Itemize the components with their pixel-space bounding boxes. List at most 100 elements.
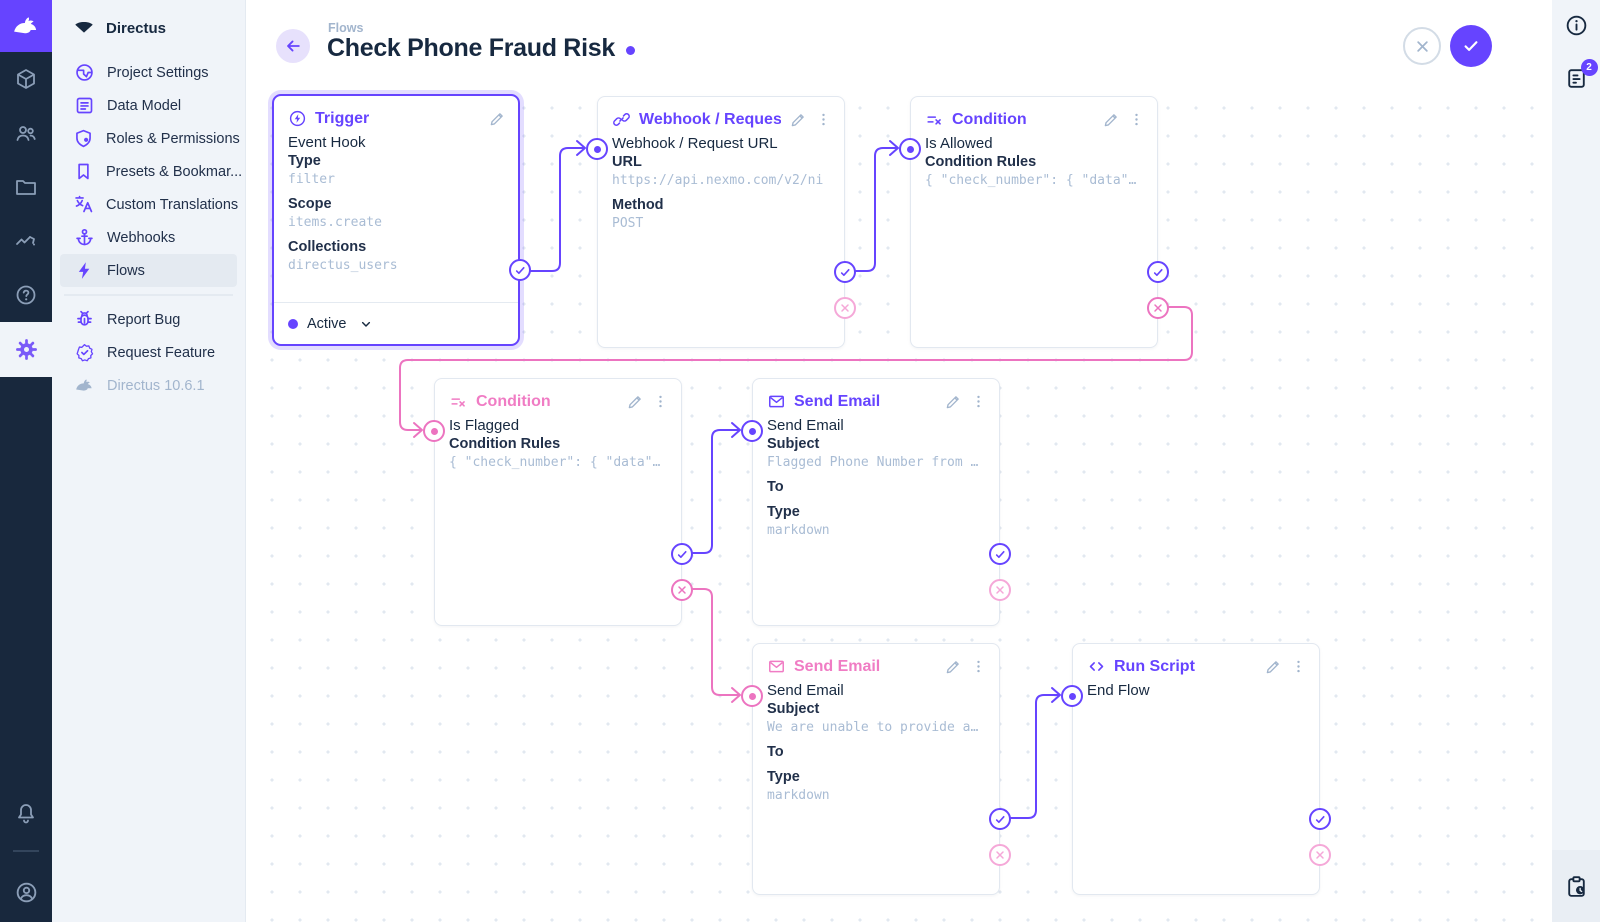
sidebar-item-label: Roles & Permissions — [106, 130, 240, 147]
project-switcher[interactable]: Directus — [52, 0, 245, 56]
kebab-menu-icon[interactable] — [1128, 111, 1145, 128]
module-content[interactable] — [0, 52, 52, 106]
edit-icon[interactable] — [944, 393, 962, 411]
flow-canvas[interactable]: Flows Check Phone Fraud Risk Trigger E — [246, 0, 1552, 922]
sidebar-item-roles-permissions[interactable]: Roles & Permissions — [60, 122, 240, 155]
bolt-icon — [73, 260, 95, 281]
edit-icon[interactable] — [1264, 658, 1282, 676]
condition-icon — [925, 110, 944, 129]
bug-icon — [73, 309, 95, 330]
unsaved-changes-dot — [625, 46, 635, 55]
sidebar-item-flows[interactable]: Flows — [60, 254, 237, 287]
insights-icon — [16, 236, 35, 246]
port-input[interactable] — [586, 138, 608, 160]
kebab-menu-icon[interactable] — [1290, 658, 1307, 675]
panel-webhook[interactable]: Webhook / Request URL Webhook / Request … — [586, 96, 856, 348]
info-button[interactable] — [1564, 13, 1589, 38]
field-value: items.create — [288, 215, 382, 230]
kebab-menu-icon[interactable] — [970, 658, 987, 675]
back-button[interactable] — [276, 29, 310, 63]
notifications-badge: 2 — [1580, 59, 1598, 76]
port-resolve[interactable] — [1147, 261, 1169, 283]
port-input[interactable] — [899, 138, 921, 160]
module-insights[interactable] — [0, 214, 52, 268]
sidebar-item-request-feature[interactable]: Request Feature — [60, 336, 237, 369]
sidebar-item-project-settings[interactable]: Project Settings — [60, 56, 237, 89]
flow-status-dropdown[interactable]: Active — [274, 302, 518, 344]
kebab-menu-icon[interactable] — [815, 111, 832, 128]
field-value: filter — [288, 172, 335, 187]
module-settings[interactable] — [0, 322, 52, 377]
port-input[interactable] — [741, 685, 763, 707]
port-resolve[interactable] — [834, 261, 856, 283]
panel-name: End Flow — [1087, 682, 1150, 699]
panel-title: Send Email — [794, 392, 881, 410]
account-circle-icon — [16, 882, 36, 902]
sidebar-item-report-bug[interactable]: Report Bug — [60, 303, 237, 336]
cancel-button[interactable] — [1403, 27, 1441, 65]
panel-title: Run Script — [1114, 657, 1195, 675]
field-value: { "check_number": { "data"… — [925, 173, 1137, 188]
port-reject[interactable] — [671, 579, 693, 601]
edit-icon[interactable] — [626, 393, 644, 411]
sidebar-item-data-model[interactable]: Data Model — [60, 89, 237, 122]
edit-icon[interactable] — [789, 111, 807, 129]
module-docs[interactable] — [0, 268, 52, 322]
sidebar-item-webhooks[interactable]: Webhooks — [60, 221, 237, 254]
edit-icon[interactable] — [488, 110, 506, 128]
port-reject[interactable] — [1309, 844, 1331, 866]
user-menu[interactable] — [0, 862, 52, 922]
sidebar-item-label: Data Model — [107, 97, 182, 114]
panel-condition-allowed[interactable]: Condition Is Allowed Condition Rules { "… — [899, 96, 1169, 348]
module-files[interactable] — [0, 160, 52, 214]
notifications-bell[interactable] — [0, 786, 52, 840]
field-value: { "check_number": { "data"… — [449, 455, 661, 470]
field-label: Scope — [288, 196, 332, 212]
port-reject[interactable] — [989, 579, 1011, 601]
panel-run-script[interactable]: Run Script End Flow — [1061, 643, 1331, 895]
port-resolve[interactable] — [1309, 808, 1331, 830]
port-input[interactable] — [1061, 685, 1083, 707]
save-button[interactable] — [1450, 25, 1492, 67]
port-resolve[interactable] — [989, 808, 1011, 830]
globe-icon — [73, 62, 95, 83]
panel-title: Trigger — [315, 109, 370, 127]
activity-panel-button[interactable] — [1552, 850, 1600, 922]
sidebar-item-presets-bookmarks[interactable]: Presets & Bookmar... — [60, 155, 242, 188]
panel-send-email-flagged[interactable]: Send Email Send Email Subject Flagged Ph… — [741, 378, 1011, 626]
field-label: URL — [612, 154, 642, 170]
rabbit-icon — [14, 17, 37, 34]
module-bar-bottom — [0, 786, 52, 922]
port-input[interactable] — [423, 420, 445, 442]
field-value: We are unable to provide a… — [767, 720, 979, 735]
edit-icon[interactable] — [1102, 111, 1120, 129]
module-users[interactable] — [0, 106, 52, 160]
field-label: To — [767, 744, 784, 760]
port-resolve[interactable] — [509, 259, 531, 281]
port-reject[interactable] — [989, 844, 1011, 866]
port-reject[interactable] — [834, 297, 856, 319]
edit-icon[interactable] — [944, 658, 962, 676]
port-resolve[interactable] — [989, 543, 1011, 565]
flow-connections — [399, 140, 1193, 819]
flow-header: Flows Check Phone Fraud Risk — [246, 0, 1552, 84]
notifications-panel-button[interactable]: 2 — [1564, 59, 1598, 96]
breadcrumb[interactable]: Flows — [328, 21, 364, 35]
panel-trigger[interactable]: Trigger Event Hook Type filter Scope ite… — [272, 94, 531, 346]
status-dot — [288, 318, 298, 329]
sidebar-item-label: Request Feature — [107, 344, 216, 361]
status-label: Active — [307, 315, 347, 332]
directus-logo[interactable] — [0, 0, 52, 52]
panel-name: Send Email — [767, 417, 844, 434]
port-input[interactable] — [741, 420, 763, 442]
kebab-menu-icon[interactable] — [970, 393, 987, 410]
port-resolve[interactable] — [671, 543, 693, 565]
field-label: Collections — [288, 239, 367, 255]
panel-send-email-unable[interactable]: Send Email Send Email Subject We are una… — [741, 643, 1011, 895]
port-reject[interactable] — [1147, 297, 1169, 319]
panel-condition-flagged[interactable]: Condition Is Flagged Condition Rules { "… — [423, 378, 693, 626]
arrow-left-icon — [287, 40, 300, 52]
kebab-menu-icon[interactable] — [652, 393, 669, 410]
clipboard-clock-icon — [1567, 875, 1585, 897]
sidebar-item-custom-translations[interactable]: Custom Translations — [60, 188, 238, 221]
